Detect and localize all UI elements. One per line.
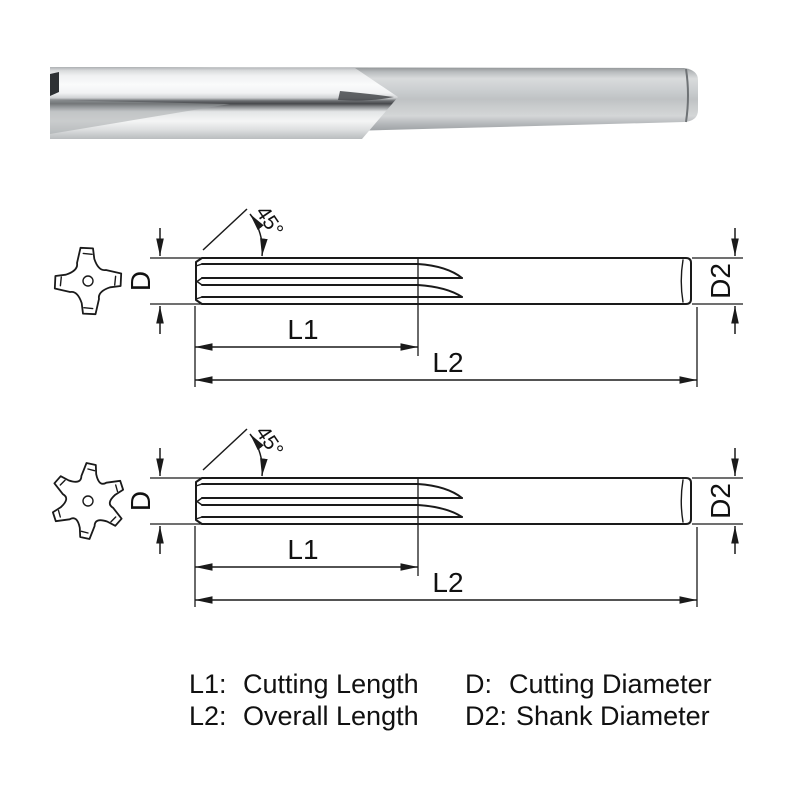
cutting-diameter-label: D [125, 491, 156, 511]
photo-end-cap-edge [685, 68, 689, 123]
end-view-center-hole [82, 495, 94, 507]
end-view-center-hole [82, 275, 94, 287]
shank-end-chamfer [680, 259, 684, 303]
chamfer-leader-line [202, 428, 248, 471]
flute-lines [201, 483, 463, 518]
reamer-body-outline [195, 477, 692, 525]
cutting-diameter-label: D [125, 271, 156, 291]
chamfer-angle-label: 45° [251, 202, 288, 241]
legend-l2-value: Overall Length [243, 701, 419, 731]
legend-d-value: Cutting Diameter [509, 669, 712, 699]
legend-l1-value: Cutting Length [243, 669, 419, 699]
shank-diameter-label: D2 [705, 483, 736, 519]
legend-d-key: D: [465, 669, 492, 699]
chamfer-leader-line [202, 208, 248, 251]
photo-flute-shadow [338, 91, 394, 101]
photo-left-chamfer [50, 72, 59, 96]
left-chamfer-marks [195, 483, 203, 520]
shank-diameter-label: D2 [705, 263, 736, 299]
flute-runout-curves [417, 483, 463, 518]
end-view-6-flute-land-lines [57, 468, 119, 534]
legend-d2-key: D2: [465, 701, 507, 731]
overall-length-label: L2 [432, 347, 463, 378]
chamfer-angle-arc [249, 213, 268, 257]
chamfer-angle-arc [249, 433, 268, 477]
photo-lower-reflection [50, 100, 230, 134]
cutting-length-label: L1 [287, 314, 318, 345]
reamer-drawing-6-flute: 45° D L1 L2 D2 [52, 422, 743, 607]
legend: L1: Cutting Length D: Cutting Diameter L… [189, 669, 712, 731]
product-photo [50, 67, 698, 139]
photo-fluted-section [50, 67, 398, 139]
left-chamfer-marks [195, 263, 203, 300]
cutting-length-label: L1 [287, 534, 318, 565]
end-view-4-flute-land-lines [59, 252, 117, 310]
legend-l1-key: L1: [189, 669, 227, 699]
legend-d2-value: Shank Diameter [516, 701, 710, 731]
chamfer-angle-label: 45° [251, 422, 288, 461]
reamer-drawing-4-flute: 45° D L1 L2 D2 [53, 202, 743, 387]
shank-end-chamfer [680, 479, 684, 523]
flute-runout-curves [417, 263, 463, 298]
reamer-body-outline [195, 257, 692, 305]
flute-lines [201, 263, 463, 298]
legend-l2-key: L2: [189, 701, 227, 731]
overall-length-label: L2 [432, 567, 463, 598]
end-view-6-flute [52, 462, 124, 540]
end-view-4-flute [53, 246, 123, 316]
